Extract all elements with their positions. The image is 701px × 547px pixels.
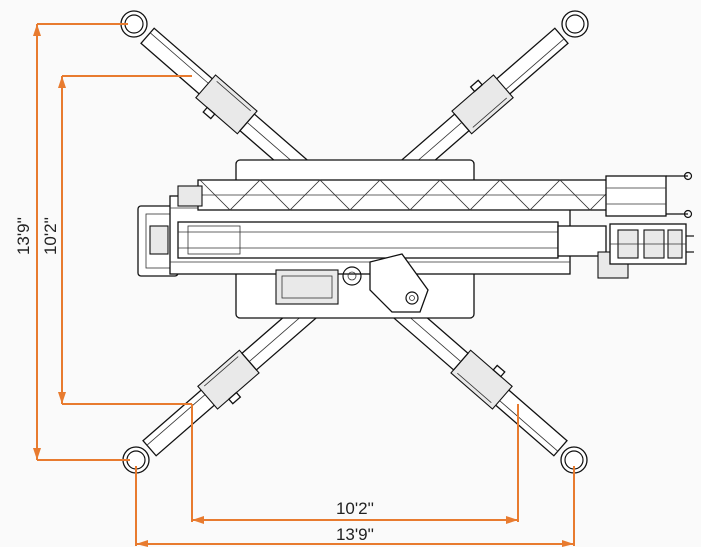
dimension-inner-height: 10'2'' (41, 75, 192, 405)
hook-block (609, 223, 694, 265)
inner-width-label: 10'2'' (336, 499, 374, 518)
inner-height-label: 10'2'' (41, 217, 60, 255)
lattice-jib (177, 171, 693, 219)
dimension-outer-height: 13'9'' (14, 23, 130, 461)
outer-width-label: 13'9'' (336, 525, 374, 544)
outer-height-label: 13'9'' (14, 217, 33, 255)
dimension-outer-width: 13'9'' (135, 466, 575, 547)
dimension-inner-width: 10'2'' (191, 404, 519, 524)
